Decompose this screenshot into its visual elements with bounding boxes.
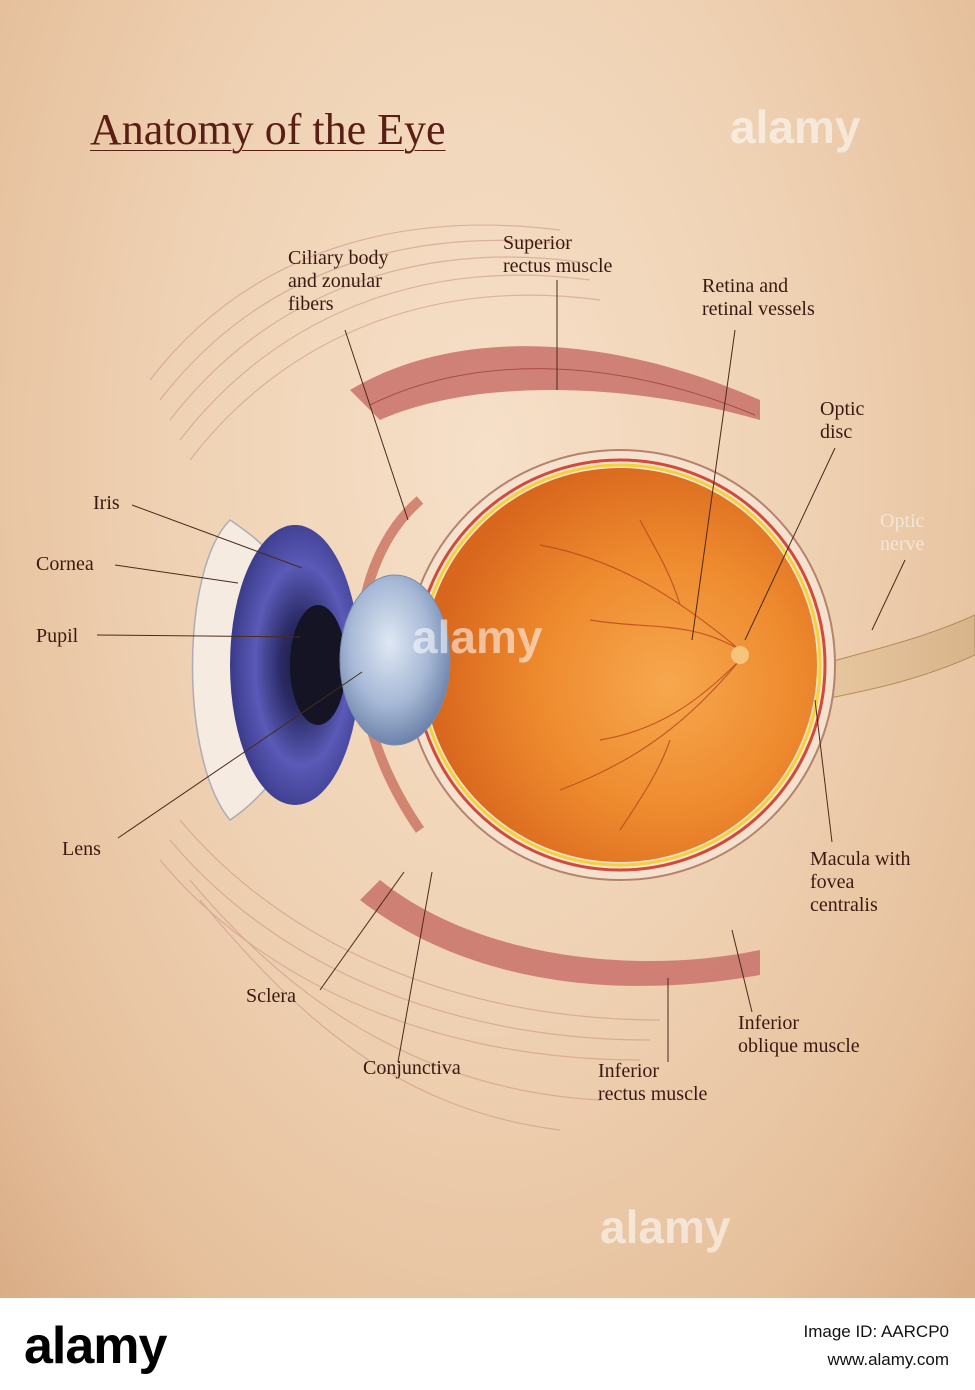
label-iris: Iris	[93, 492, 120, 514]
watermark: alamy	[412, 611, 543, 663]
site-url[interactable]: www.alamy.com	[827, 1350, 949, 1369]
eye-anatomy-illustration	[96, 224, 975, 1131]
watermark: alamy	[730, 101, 861, 153]
watermark: alamy	[600, 1201, 731, 1253]
label-cornea: Cornea	[36, 553, 94, 575]
label-macula-with-fovea-centralis: Macula with fovea centralis	[810, 848, 911, 916]
lens	[339, 574, 451, 746]
brand-logo: alamy	[24, 1317, 167, 1375]
pupil	[290, 605, 346, 725]
superior-rectus-muscle	[350, 346, 760, 420]
inferior-rectus-muscle	[360, 880, 760, 986]
label-conjunctiva: Conjunctiva	[363, 1057, 461, 1079]
label-retina-and-retinal-vessels: Retina and retinal vessels	[702, 275, 815, 320]
optic-disc-spot	[731, 646, 749, 664]
leader-lines	[96, 280, 906, 1063]
retinal-vessels	[539, 519, 741, 831]
diagram-title: Anatomy of the Eye	[90, 105, 446, 154]
footer-bar: alamy Image ID: AARCP0 www.alamy.com	[0, 1298, 975, 1390]
label-lens: Lens	[62, 838, 101, 860]
vitreous-body	[423, 468, 817, 862]
label-pupil: Pupil	[36, 625, 79, 647]
image-id: Image ID: AARCP0	[803, 1322, 949, 1341]
label-superior-rectus-muscle: Superior rectus muscle	[503, 232, 613, 277]
label-optic-disc: Optic disc	[820, 398, 865, 443]
label-optic-nerve: Optic nerve	[880, 510, 925, 555]
optic-nerve	[819, 614, 975, 701]
label-sclera: Sclera	[246, 985, 296, 1007]
label-inferior-oblique-muscle: Inferior oblique muscle	[738, 1012, 860, 1057]
label-inferior-rectus-muscle: Inferior rectus muscle	[598, 1060, 708, 1105]
eyelash-strokes	[149, 224, 661, 1131]
label-ciliary-body: Ciliary body and zonular fibers	[288, 247, 389, 315]
illustration-poster: Anatomy of the Eye Ciliary body and zonu…	[0, 0, 975, 1298]
